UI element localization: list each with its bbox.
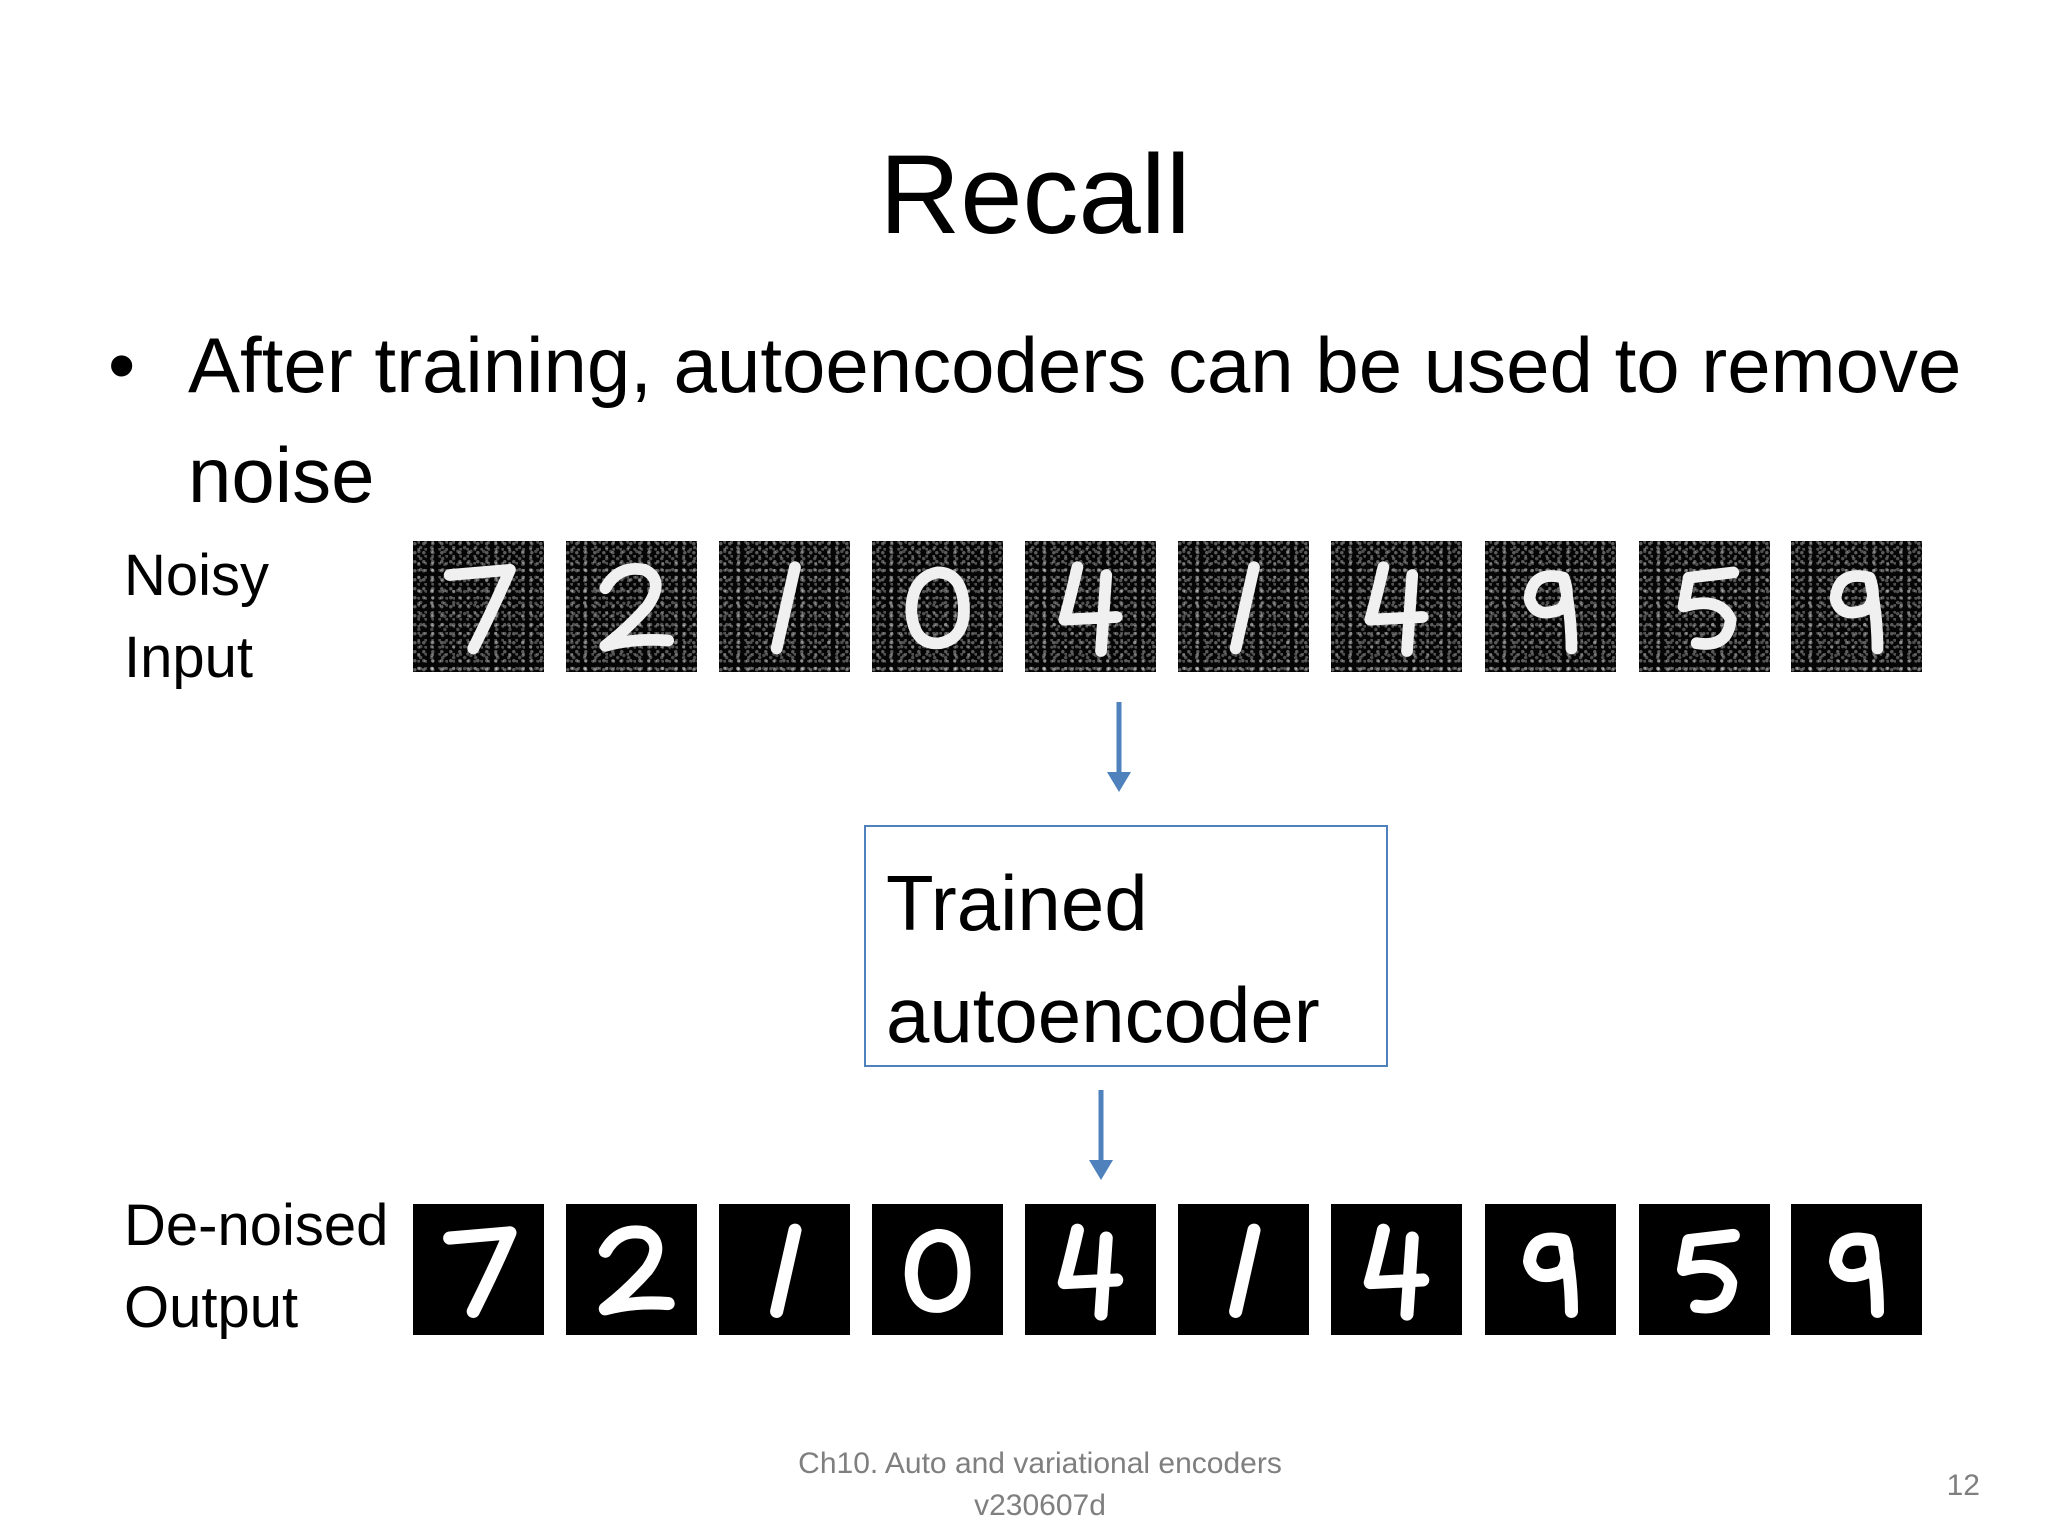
denoised-digit-image — [872, 1204, 1003, 1335]
slide-footer: Ch10. Auto and variational encoders v230… — [740, 1443, 1340, 1527]
digit-9-glyph — [1523, 570, 1578, 655]
denoised-digit-image — [719, 1204, 850, 1335]
noisy-digit-image — [1485, 541, 1616, 672]
noisy-digit-image — [1178, 541, 1309, 672]
digit-4-glyph — [1364, 561, 1429, 657]
denoised-digit-image — [1639, 1204, 1770, 1335]
autoencoder-line2: autoencoder — [886, 971, 1320, 1059]
digit-7-glyph — [443, 1226, 517, 1318]
footer-line1: Ch10. Auto and variational encoders — [798, 1447, 1282, 1480]
denoised-label-line1: De-noised — [124, 1193, 389, 1258]
noisy-digit-image — [413, 541, 544, 672]
autoencoder-text: Trained autoencoder — [886, 847, 1386, 1071]
noisy-label-line1: Noisy — [124, 543, 270, 608]
autoencoder-line1: Trained — [886, 859, 1148, 947]
digit-4-glyph — [1058, 561, 1123, 657]
arrow-down-icon — [1107, 702, 1131, 792]
noisy-digit-image — [1331, 541, 1462, 672]
digit-7-glyph — [443, 563, 516, 655]
noisy-digit-image — [1639, 541, 1770, 672]
noisy-digit-image — [566, 541, 697, 672]
digit-5-glyph — [1677, 566, 1740, 650]
denoised-digit-image — [1791, 1204, 1922, 1335]
bullet-text: After training, autoencoders can be used… — [188, 321, 1962, 519]
digit-9-glyph — [1829, 570, 1884, 655]
digit-0-glyph — [905, 566, 970, 650]
bullet-marker: • — [108, 321, 136, 409]
denoised-digit-image — [1178, 1204, 1309, 1335]
denoised-digit-image — [1025, 1204, 1156, 1335]
digit-1-glyph — [1229, 561, 1260, 655]
footer-line2: v230607d — [974, 1489, 1106, 1522]
digit-1-glyph — [770, 1223, 802, 1318]
noisy-digit-image — [872, 541, 1003, 672]
digit-0-glyph — [904, 1228, 971, 1313]
noisy-digit-image — [1025, 541, 1156, 672]
noisy-label-line2: Input — [124, 625, 253, 690]
trained-autoencoder-box: Trained autoencoder — [864, 825, 1388, 1067]
digit-4-glyph — [1363, 1223, 1430, 1321]
denoised-digit-image — [566, 1204, 697, 1335]
noisy-digit-image — [1791, 541, 1922, 672]
slide-title: Recall — [879, 132, 1191, 257]
digit-1-glyph — [770, 561, 801, 655]
arrow-down-icon — [1089, 1090, 1113, 1180]
digit-5-glyph — [1676, 1228, 1740, 1314]
denoised-label-line2: Output — [124, 1275, 299, 1340]
digit-2-glyph — [599, 563, 675, 652]
denoised-digit-image — [1485, 1204, 1616, 1335]
noisy-input-label: Noisy Input — [124, 535, 269, 699]
denoised-digit-image — [413, 1204, 544, 1335]
digit-9-glyph — [1828, 1232, 1885, 1318]
page-number: 12 — [1946, 1469, 1980, 1502]
denoised-output-label: De-noised Output — [124, 1185, 388, 1349]
noisy-digit-image — [719, 541, 850, 672]
digit-2-glyph — [598, 1225, 675, 1316]
digit-1-glyph — [1229, 1223, 1261, 1318]
digit-4-glyph — [1057, 1223, 1124, 1321]
digit-9-glyph — [1522, 1232, 1579, 1318]
denoised-digit-image — [1331, 1204, 1462, 1335]
